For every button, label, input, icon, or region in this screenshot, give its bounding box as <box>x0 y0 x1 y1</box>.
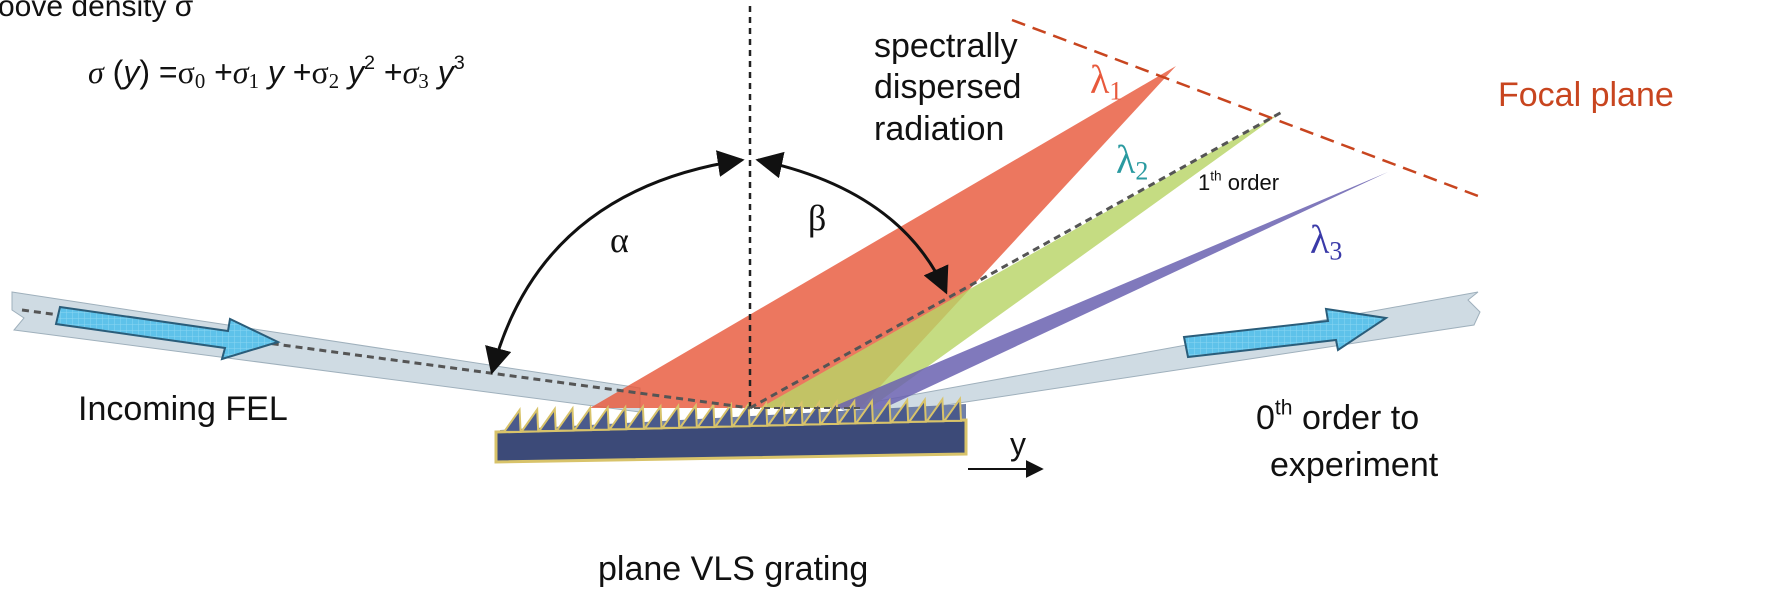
formula-y1: y <box>267 54 284 90</box>
first-order-num: 1 <box>1198 170 1211 195</box>
grating-groove <box>519 406 540 433</box>
grating-groove <box>713 401 734 428</box>
lambda1-symbol: λ <box>1090 57 1110 102</box>
lambda3-label: λ3 <box>1310 217 1342 265</box>
formula-sigma3: σ <box>402 54 419 90</box>
first-order-label: 1th order <box>1198 169 1280 195</box>
spectral-label: spectrally dispersed radiation <box>874 26 1021 150</box>
grating-groove <box>572 405 593 432</box>
formula-sub0: 0 <box>194 70 206 94</box>
zeroth-order-line1: 0th order to <box>1256 395 1438 442</box>
grating-groove <box>907 396 927 423</box>
zeroth-order-label: 0th order to experiment <box>1256 395 1438 489</box>
groove-density-formula: σ (y) =σ0 +σ1 y +σ2 y2 +σ3 y3 <box>88 52 465 94</box>
formula-sigma1: σ <box>232 54 249 90</box>
formula-y: y <box>123 54 140 90</box>
formula-sub2: 2 <box>328 70 340 94</box>
spectral-label-line1: spectrally <box>874 27 1018 65</box>
beta-arc <box>755 151 949 295</box>
grating-groove <box>660 402 681 429</box>
grating-label: plane VLS grating <box>598 550 869 588</box>
y-axis-label: y <box>1010 426 1026 462</box>
first-order-sup: th <box>1210 168 1222 184</box>
grating-groove <box>625 403 645 430</box>
grating-grooves <box>502 395 963 433</box>
formula-sub3: 3 <box>418 70 429 94</box>
zeroth-line1-rest: order to <box>1292 399 1420 437</box>
grating-groove <box>554 405 575 432</box>
alpha-label: α <box>610 220 629 260</box>
grating-groove <box>695 402 716 429</box>
formula-exp3: 3 <box>453 52 465 75</box>
lambda3-sub: 3 <box>1329 236 1343 266</box>
lambda2-sub: 2 <box>1135 156 1149 186</box>
lambda1-label: λ1 <box>1090 57 1122 105</box>
grating-groove <box>607 404 628 431</box>
first-order-dashed <box>749 110 1283 410</box>
lambda2-label: λ2 <box>1116 137 1148 185</box>
grating-groove <box>642 403 663 430</box>
formula-y3: y <box>437 54 454 90</box>
grating-groove <box>766 400 786 427</box>
alpha-arc <box>485 150 745 375</box>
grating-groove <box>871 397 892 424</box>
grating-groove <box>942 395 963 422</box>
grating-groove <box>731 401 751 428</box>
grating-groove <box>748 400 769 427</box>
groove-density-label: oove density σ <box>0 0 194 23</box>
incoming-arrow-icon <box>54 305 281 361</box>
formula-sigma: σ <box>88 54 104 90</box>
grating-groove <box>836 398 857 425</box>
lambda2-symbol: λ <box>1116 137 1136 182</box>
formula-exp2: 2 <box>364 52 376 75</box>
zeroth-order-line2: experiment <box>1270 445 1439 484</box>
first-order-text: order <box>1221 170 1280 195</box>
lambda3-symbol: λ <box>1310 217 1330 262</box>
grating-groove <box>590 404 610 431</box>
zeroth-sup: th <box>1274 396 1293 420</box>
formula-sigma2: σ <box>311 54 329 90</box>
lambda3-fan <box>830 172 1388 410</box>
grating-groove <box>537 406 557 432</box>
lambda1-sub: 1 <box>1109 76 1123 106</box>
zeroth-num: 0 <box>1256 399 1275 437</box>
formula-y2: y <box>348 54 364 90</box>
grating-groove <box>502 406 522 433</box>
incoming-fel-label: Incoming FEL <box>78 390 288 428</box>
grating-groove <box>678 402 698 429</box>
formula-sub1: 1 <box>248 70 259 94</box>
spectral-label-line3: radiation <box>874 109 1005 148</box>
outgoing-arrow-icon <box>1182 307 1389 359</box>
grating-groove <box>889 397 910 424</box>
focal-plane-line <box>1011 18 1479 198</box>
grating-groove <box>819 399 839 425</box>
grating-groove <box>924 396 945 423</box>
focal-plane-label: Focal plane <box>1498 76 1674 114</box>
grating-groove <box>854 398 874 425</box>
formula-sigma0: σ <box>177 54 195 90</box>
spectral-label-line2: dispersed <box>874 68 1022 107</box>
beta-label: β <box>808 198 827 238</box>
